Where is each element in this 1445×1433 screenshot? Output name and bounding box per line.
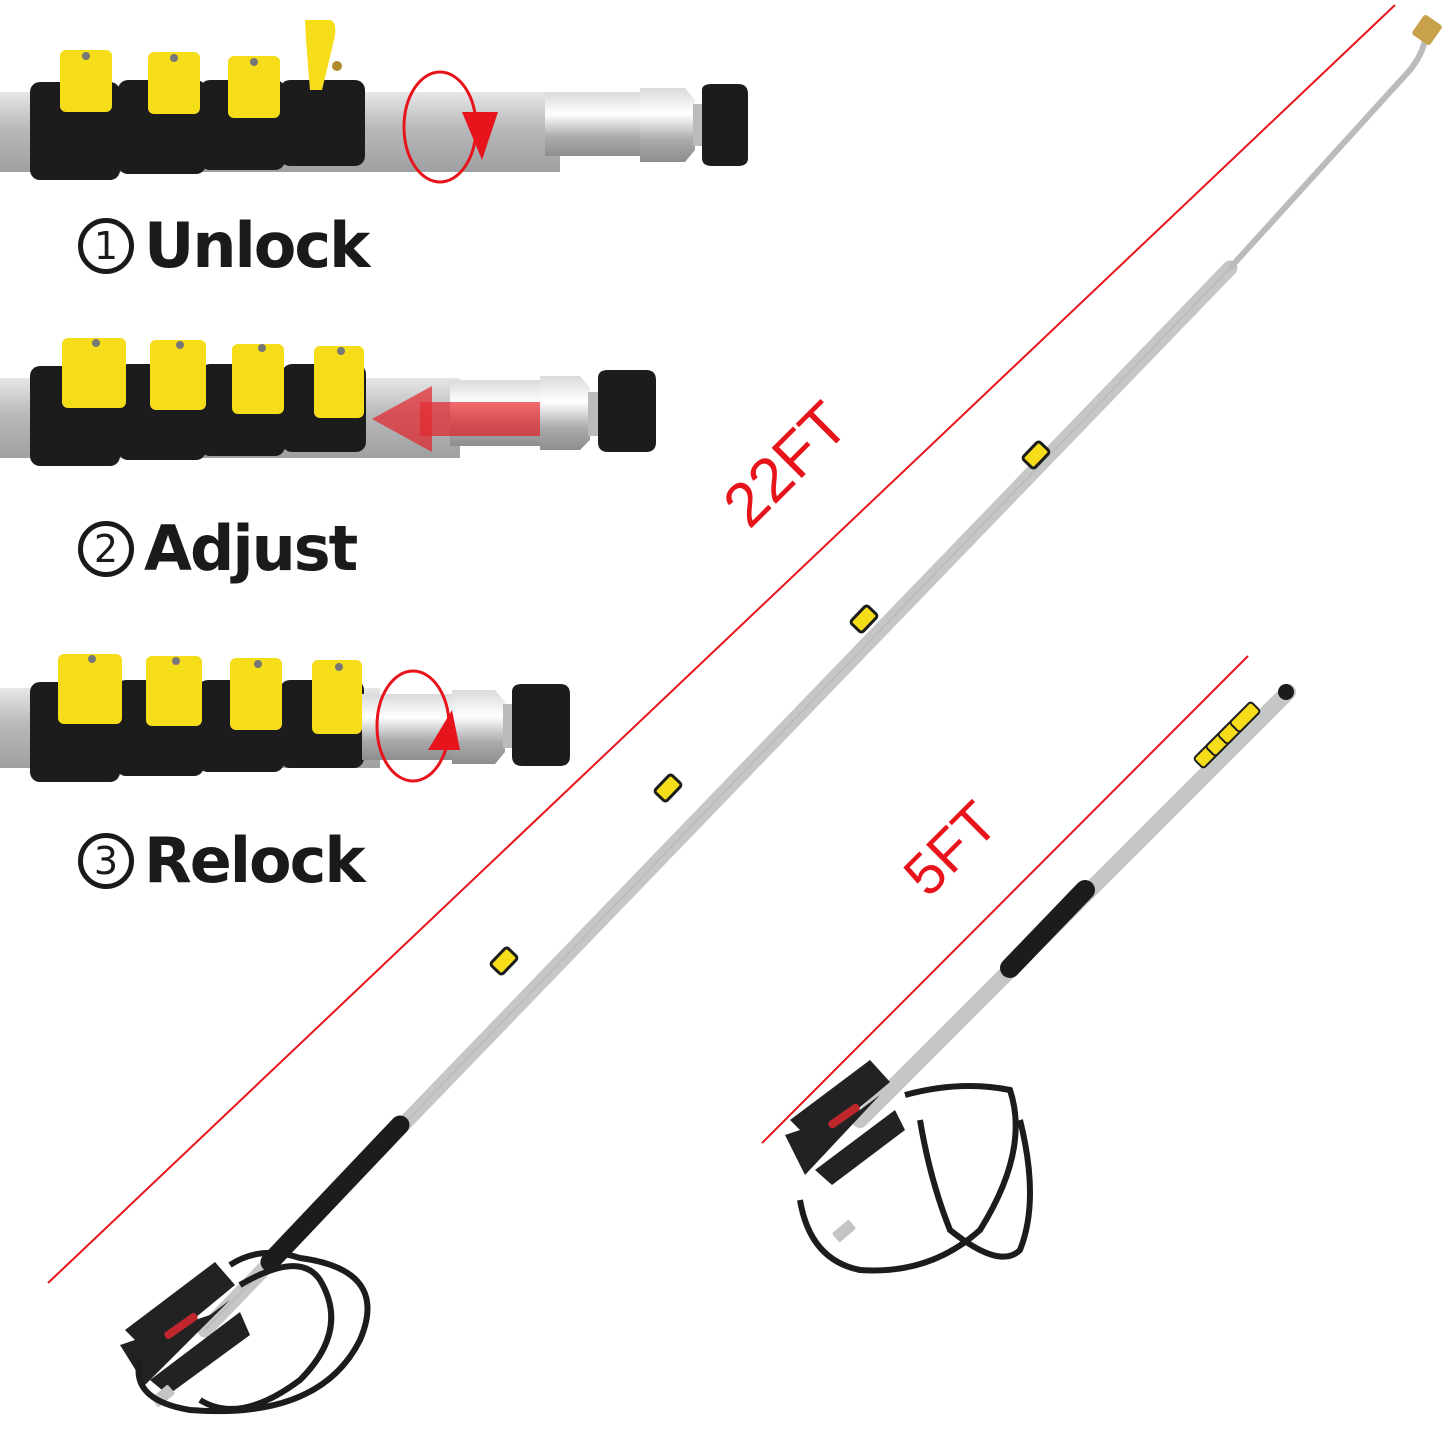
clamp-set [30, 20, 365, 180]
clamp-set [30, 338, 366, 466]
collar-markers [489, 440, 1051, 976]
measure-line-5ft [761, 655, 1249, 1144]
rotate-arrow-icon [402, 70, 498, 184]
retracted-wand [785, 684, 1296, 1274]
extended-wand [120, 15, 1442, 1415]
connector [545, 84, 748, 166]
step-2-text: Adjust [144, 512, 358, 585]
left-arrow-icon [372, 386, 540, 452]
step-1-number: 1 [78, 218, 134, 274]
measure-line-22ft [47, 4, 1396, 1284]
step-2-number: 2 [78, 521, 134, 577]
step-1-label: 1 Unlock [78, 209, 370, 282]
hose [797, 1083, 1033, 1274]
step-1-text: Unlock [144, 209, 370, 282]
rotate-arrow-icon [375, 669, 460, 783]
step-3-closeup [0, 654, 570, 783]
step-3-number: 3 [78, 833, 134, 889]
step-3-label: 3 Relock [78, 824, 366, 897]
spray-gun [785, 1060, 905, 1242]
step-3-text: Relock [144, 824, 366, 897]
connector [362, 684, 570, 766]
clamp-cluster [1193, 701, 1261, 769]
step-1-closeup [0, 20, 748, 184]
step-2-closeup [0, 338, 656, 466]
clamp-set [30, 654, 364, 782]
step-2-label: 2 Adjust [78, 512, 358, 585]
hose [135, 1249, 371, 1415]
